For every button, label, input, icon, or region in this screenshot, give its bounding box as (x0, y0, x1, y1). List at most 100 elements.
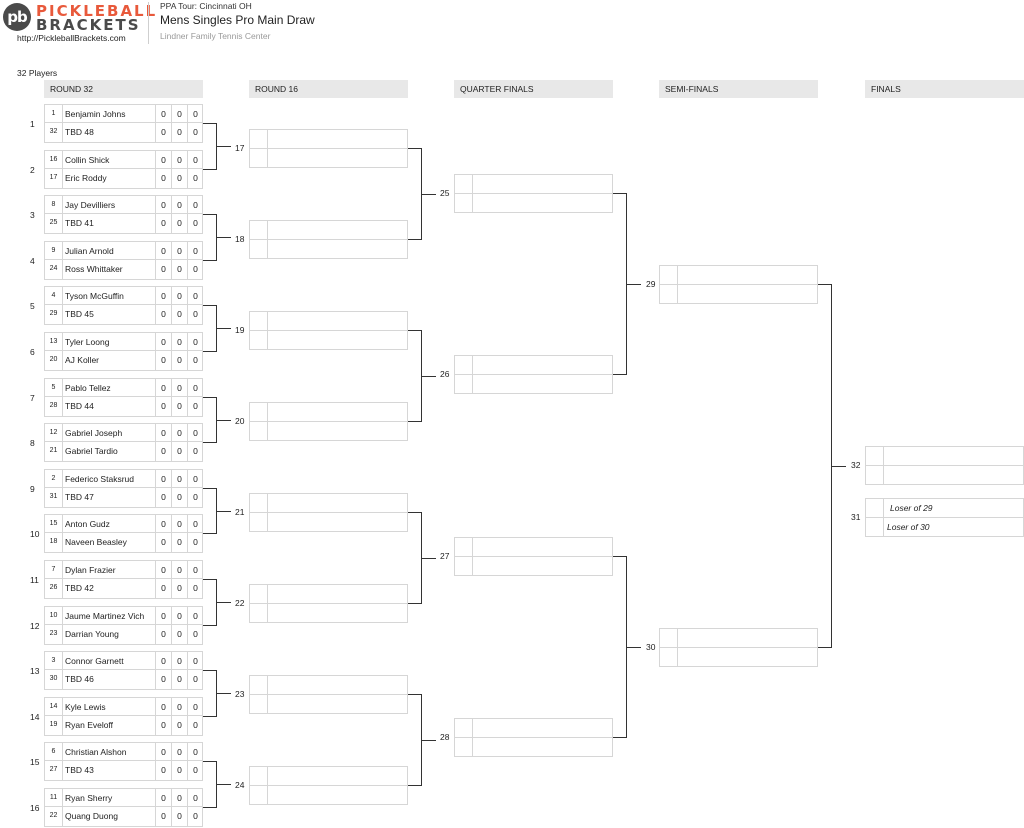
player-name[interactable]: Federico Staksrud (65, 474, 134, 484)
player-name[interactable]: TBD 41 (65, 218, 94, 228)
player-name[interactable]: Darrian Young (65, 629, 119, 639)
player-name[interactable]: Ryan Eveloff (65, 720, 114, 730)
match-r16[interactable] (249, 311, 408, 350)
match-sf[interactable] (659, 265, 818, 304)
match-r16[interactable] (249, 129, 408, 168)
player-name[interactable]: TBD 44 (65, 401, 94, 411)
match-final[interactable] (865, 446, 1024, 485)
player-name[interactable]: Quang Duong (65, 811, 118, 821)
player-name[interactable]: Jay Devilliers (65, 200, 116, 210)
player-name[interactable]: Christian Alshon (65, 747, 127, 757)
match-r16[interactable] (249, 675, 408, 714)
player-name[interactable]: TBD 46 (65, 674, 94, 684)
match-r16[interactable] (249, 493, 408, 532)
player-name[interactable]: Kyle Lewis (65, 702, 106, 712)
player-name[interactable]: Gabriel Tardio (65, 446, 118, 456)
player-name[interactable]: AJ Koller (65, 355, 100, 365)
match-r16[interactable] (249, 402, 408, 441)
player-name[interactable]: Pablo Tellez (65, 383, 111, 393)
player-name[interactable]: Benjamin Johns (65, 109, 126, 119)
match-qf[interactable] (454, 537, 613, 576)
player-name[interactable]: Ryan Sherry (65, 793, 113, 803)
match-qf[interactable] (454, 355, 613, 394)
player-name[interactable]: Anton Gudz (65, 519, 110, 529)
player-name[interactable]: Tyson McGuffin (65, 291, 124, 301)
site-url-link[interactable]: http://PickleballBrackets.com (17, 33, 126, 43)
match-r16[interactable] (249, 766, 408, 805)
seed-number: 4 (45, 287, 63, 304)
player-name[interactable]: Collin Shick (65, 155, 110, 165)
player-name[interactable]: Dylan Frazier (65, 565, 116, 575)
player-name[interactable]: TBD 48 (65, 127, 94, 137)
match-r16[interactable] (249, 220, 408, 259)
player-name[interactable]: TBD 43 (65, 765, 94, 775)
match-qf[interactable] (454, 718, 613, 757)
match-r16[interactable] (249, 584, 408, 623)
player-name[interactable]: Naveen Beasley (65, 537, 127, 547)
player-name[interactable]: TBD 47 (65, 492, 94, 502)
logo[interactable]: pb PICKLEBALL BRACKETS (0, 0, 155, 46)
match-sf[interactable] (659, 628, 818, 667)
player-name[interactable]: Connor Garnett (65, 656, 124, 666)
player-name[interactable]: Tyler Loong (65, 337, 110, 347)
player-name[interactable]: Jaume Martinez Vich (65, 611, 145, 621)
seed-number: 15 (45, 515, 63, 532)
player-name[interactable]: Gabriel Joseph (65, 428, 123, 438)
player-name[interactable]: TBD 42 (65, 583, 94, 593)
player-name[interactable]: TBD 45 (65, 309, 94, 319)
player-name[interactable]: Julian Arnold (65, 246, 114, 256)
match-qf[interactable] (454, 174, 613, 213)
player-name[interactable]: Ross Whittaker (65, 264, 123, 274)
player-name[interactable]: Eric Roddy (65, 173, 107, 183)
